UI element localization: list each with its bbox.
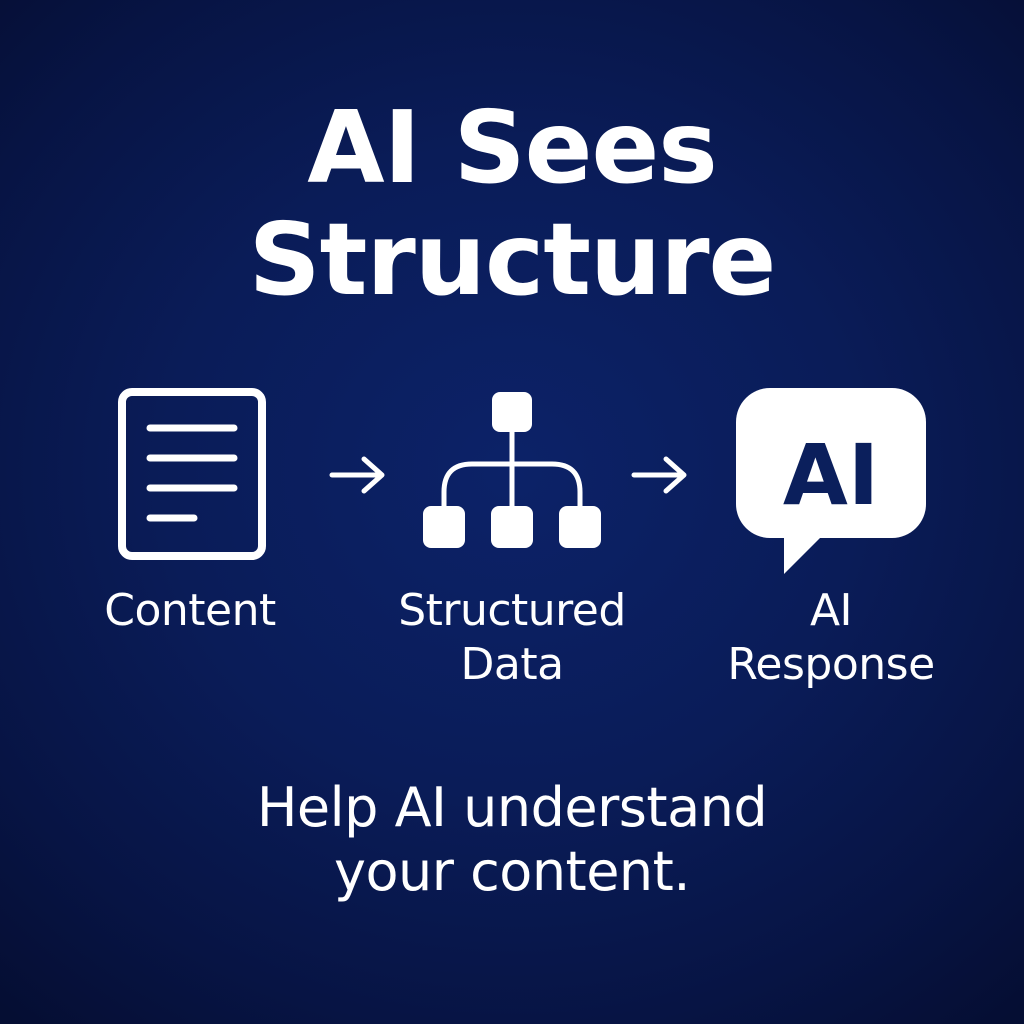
title-line-2: Structure [248, 201, 777, 318]
step-label-structured-data: Structured Data [398, 585, 626, 690]
title-line-1: AI Sees [307, 89, 718, 206]
document-icon [118, 388, 266, 560]
arrow-right-icon [631, 456, 687, 494]
step-label-ai-response: AI Response [727, 585, 935, 690]
step-label-content: Content [104, 585, 276, 636]
hierarchy-icon [423, 392, 601, 548]
tagline: Help AI understand your content. [0, 776, 1024, 904]
page-title: AI Sees Structure [0, 92, 1024, 316]
tagline-line-1: Help AI understand [256, 776, 768, 839]
tagline-line-2: your content. [334, 840, 691, 903]
ai-badge-text: AI [783, 426, 879, 524]
arrow-right-icon [329, 456, 385, 494]
chat-bubble-ai-icon: AI [736, 388, 926, 574]
